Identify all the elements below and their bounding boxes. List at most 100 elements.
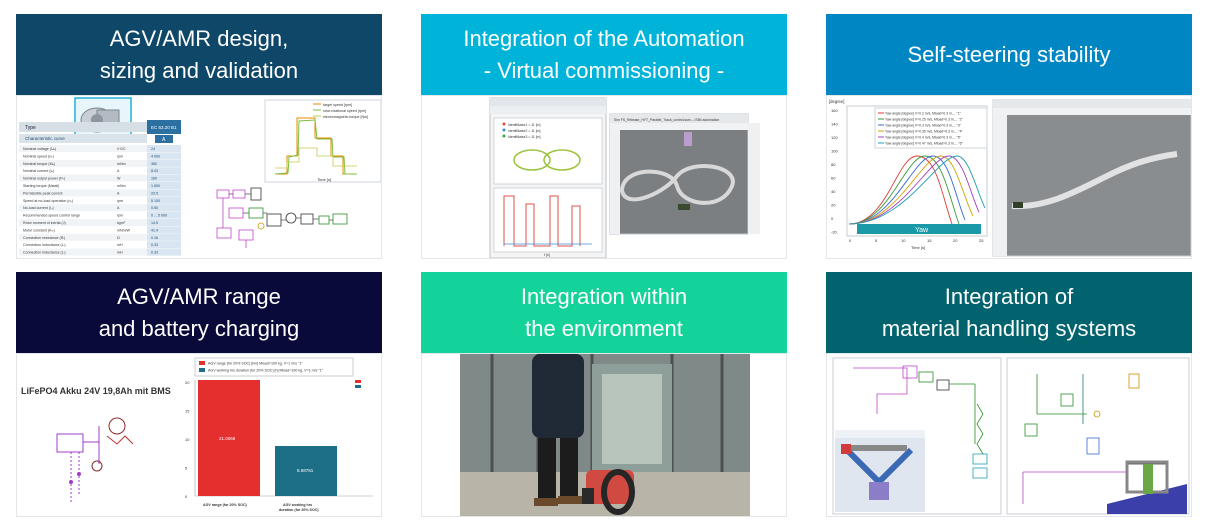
signal-plot-x-label: t [s] xyxy=(544,253,550,257)
svg-text:Yaw angle [degree] V=0.47 m/s,: Yaw angle [degree] V=0.47 m/s, Mload=0.3… xyxy=(885,142,964,146)
card-header: Integration within the environment xyxy=(421,272,787,353)
table-row xyxy=(19,211,181,219)
yaw-x-tick-label: 10 xyxy=(901,238,906,243)
battery-y-tick-label: 10 xyxy=(185,437,190,442)
card-header: Integration of material handling systems xyxy=(826,272,1192,353)
drive-block-diagram xyxy=(216,187,348,248)
card-title-line1: AGV/AMR design, xyxy=(109,25,289,51)
table-value-cell xyxy=(147,167,181,175)
svg-text:Identifikator2 = 11 [m]: Identifikator2 = 11 [m] xyxy=(508,129,541,133)
table-sub-left: Characteristic curve xyxy=(25,136,65,141)
table-row xyxy=(19,145,181,152)
card-image-environment-photo xyxy=(421,353,787,517)
table-value-cell xyxy=(147,233,181,241)
environment-photo-illustration xyxy=(422,354,786,516)
table-cell-unit: mNm xyxy=(117,162,126,166)
table-cell-parameter: No-load current (I₀) xyxy=(23,206,54,210)
yaw-x-tick-label: 5 xyxy=(875,238,878,243)
table-row xyxy=(19,152,181,160)
table-cell-value: 41.4 xyxy=(151,228,158,232)
table-row xyxy=(19,233,181,241)
table-value-cell xyxy=(147,152,181,160)
table-header-left: Type xyxy=(25,125,36,131)
table-value-cell xyxy=(147,241,181,249)
card-title-line1: Integration of xyxy=(944,283,1074,309)
table-value-cell xyxy=(147,159,181,167)
table-header-right: EC 63.20 B1 xyxy=(151,125,177,130)
table-cell-unit: W xyxy=(117,177,121,181)
table-cell-parameter: Nominal speed (nₙ) xyxy=(23,154,54,158)
card-title-line1: AGV/AMR range xyxy=(117,283,281,309)
yaw-y-tick-label: 20 xyxy=(831,203,836,208)
svg-text:electromagnetic torque [Nm]: electromagnetic torque [Nm] xyxy=(323,115,368,119)
table-cell-value: 0.33 xyxy=(151,243,158,247)
table-cell-value: 0 ... 5 000 xyxy=(151,214,167,218)
battery-y-tick-label: 5 xyxy=(185,466,188,471)
card-environment[interactable]: Integration within the environment xyxy=(421,272,787,517)
svg-text:Identifikator3 = 11 [m]: Identifikator3 = 11 [m] xyxy=(508,135,541,139)
table-cell-value: 5 100 xyxy=(151,199,160,203)
table-cell-unit: A xyxy=(117,191,120,195)
table-cell-parameter: Permissible peak current xyxy=(23,191,63,195)
table-value-cell xyxy=(147,182,181,189)
table-value-cell xyxy=(147,219,181,226)
table-row xyxy=(19,241,181,249)
card-image-motor-sizing: Type EC 63.20 B1 Characteristic curve A … xyxy=(16,95,382,259)
table-cell-value: 4 000 xyxy=(151,154,160,158)
card-agv-design[interactable]: AGV/AMR design, sizing and validation Ty… xyxy=(16,14,382,259)
yaw-y-tick-label: 60 xyxy=(831,176,836,181)
yaw-banner: Yaw xyxy=(915,227,929,234)
table-cell-unit: mNm xyxy=(117,184,126,188)
card-header: Self-steering stability xyxy=(826,14,1192,95)
table-row xyxy=(19,189,181,197)
card-title-line2: the environment xyxy=(525,315,683,341)
card-image-virtual-commissioning: Identifikator1 = 11 [m] Identifikator2 =… xyxy=(421,95,787,259)
table-value-cell xyxy=(147,226,181,234)
card-title-line1: Integration within xyxy=(520,283,688,309)
card-virtual-commissioning[interactable]: Integration of the Automation - Virtual … xyxy=(421,14,787,259)
table-sub-right: A xyxy=(162,137,166,143)
table-value-cell xyxy=(147,248,181,256)
table-cell-unit: mH xyxy=(117,243,123,247)
table-row xyxy=(19,226,181,234)
table-row xyxy=(19,182,181,189)
track-plot-legend: Identifikator1 = 11 [m] Identifikator2 =… xyxy=(502,122,541,139)
yaw-x-tick-label: 20 xyxy=(953,238,958,243)
card-header: Integration of the Automation - Virtual … xyxy=(421,14,787,95)
table-cell-value: 160 xyxy=(151,177,157,181)
table-value-cell xyxy=(147,196,181,204)
table-cell-unit: A xyxy=(117,169,120,173)
battery-label: LiFePO4 Akku 24V 19,8Ah mit BMS xyxy=(21,386,171,396)
table-cell-parameter: Starting torque (Mstall) xyxy=(23,184,59,188)
svg-text:Yaw angle [degree] V=0.4 m/s,: Yaw angle [degree] V=0.4 m/s, Mload=0.3 … xyxy=(885,136,962,140)
yaw-y-tick-label: 140 xyxy=(831,122,838,127)
svg-text:Yaw angle [degree] V=0.3 m/s,: Yaw angle [degree] V=0.3 m/s, Mload=0.3 … xyxy=(885,124,962,128)
card-range-battery[interactable]: AGV/AMR range and battery charging LiFeP… xyxy=(16,272,382,517)
table-row xyxy=(19,219,181,226)
table-cell-value: 8.43 xyxy=(151,169,158,173)
card-material-handling[interactable]: Integration of material handling systems xyxy=(826,272,1192,517)
svg-text:AGV working hrs duration (for: AGV working hrs duration (for 20% SOC) [… xyxy=(208,369,324,373)
card-title-line2: sizing and validation xyxy=(99,57,299,83)
table-row xyxy=(19,174,181,182)
table-cell-value: 0.16 xyxy=(151,236,158,240)
table-cell-parameter: Nominal output power (Pₙ) xyxy=(23,177,65,181)
card-image-battery: LiFePO4 Akku 24V 19,8Ah mit BMS AGV rang… xyxy=(16,353,382,517)
table-row xyxy=(19,204,181,212)
right-schematic xyxy=(1022,373,1167,504)
table-cell-unit: rpm xyxy=(117,214,123,218)
battery-y-tick-label: 15 xyxy=(185,409,190,414)
table-value-cell xyxy=(147,145,181,152)
table-cell-unit: kgm² xyxy=(117,221,126,225)
table-cell-parameter: Speed at no-load operation (n₀) xyxy=(23,199,73,203)
bar-working-hours xyxy=(275,446,337,496)
card-header: AGV/AMR range and battery charging xyxy=(16,272,382,353)
bar-working-hours-label-2: duration (for 20% SOC) xyxy=(279,508,319,512)
table-cell-unit: rpm xyxy=(117,154,123,158)
yaw-y-tick-label: 160 xyxy=(831,108,838,113)
table-cell-parameter: Nominal voltage (Uₙ) xyxy=(23,147,56,151)
